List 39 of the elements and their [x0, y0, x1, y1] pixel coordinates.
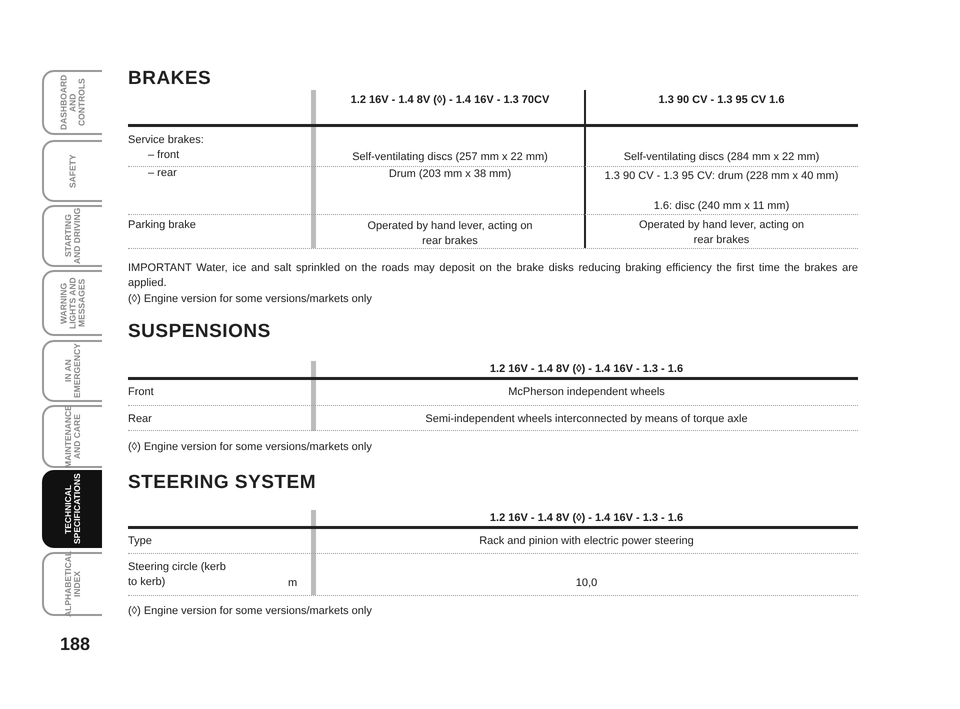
row-label: Service brakes:: [128, 133, 204, 148]
table-value: Operated by hand lever, acting on rear brakes: [366, 219, 534, 249]
section-tab: MAINTENANCE AND CARE: [42, 405, 102, 468]
section-tab: STARTING AND DRIVING: [42, 205, 102, 267]
table-value: McPherson independent wheels: [507, 385, 666, 400]
column-heading: 1.2 16V - 1.4 8V (◊) - 1.4 16V - 1.3 - 1.6: [488, 511, 684, 526]
row-label: Front: [128, 385, 154, 400]
table-value: Operated by hand lever, acting on rear brakes: [638, 218, 806, 248]
section-heading: BRAKES: [128, 68, 212, 90]
table-value: Drum (203 mm x 38 mm): [388, 167, 512, 182]
table-value: Semi-independent wheels interconnected by means of torque axle: [424, 412, 749, 427]
row-label: – rear: [148, 166, 177, 181]
row-label: Rear: [128, 412, 152, 427]
note-text: IMPORTANT Water, ice and salt sprinkled on the roads may deposit on the brake disks reducing braking efficiency the first time the brakes are applied.: [128, 261, 858, 291]
row-label: – front: [148, 148, 180, 163]
page-number: 188: [58, 634, 92, 654]
row-label: Parking brake: [128, 218, 196, 233]
section-tab: DASHBOARD AND CONTROLS: [42, 70, 102, 135]
column-heading: 1.3 90 CV - 1.3 95 CV 1.6: [658, 93, 786, 108]
section-tab: TECHNICAL SPECIFICATIONS: [42, 470, 102, 548]
column-heading: 1.2 16V - 1.4 8V (◊) - 1.4 16V - 1.3 70CV: [350, 93, 550, 108]
table-value: 1.3 90 CV - 1.3 95 CV: drum (228 mm x 40 mm): [604, 169, 840, 184]
footnote: (◊) Engine version for some versions/markets only: [128, 440, 372, 455]
section-heading: STEERING SYSTEM: [128, 472, 316, 494]
footnote: (◊) Engine version for some versions/markets only: [128, 604, 372, 619]
table-value: 1.6: disc (240 mm x 11 mm): [652, 199, 790, 214]
section-tab: SAFETY: [42, 140, 102, 202]
unit-label: m: [288, 576, 298, 591]
row-label: Steering circle (kerb to kerb): [128, 560, 227, 590]
row-label: Type: [128, 534, 152, 549]
column-heading: 1.2 16V - 1.4 8V (◊) - 1.4 16V - 1.3 - 1.6: [488, 362, 684, 377]
table-value: Self-ventilating discs (284 mm x 22 mm): [622, 150, 820, 165]
section-tab: IN AN EMERGENCY: [42, 340, 102, 402]
table-value: Rack and pinion with electric power steering: [478, 534, 695, 549]
section-heading: SUSPENSIONS: [128, 321, 271, 343]
footnote: (◊) Engine version for some versions/markets only: [128, 292, 372, 307]
section-tab: WARNING LIGHTS AND MESSAGES: [42, 270, 102, 336]
table-value: Self-ventilating discs (257 mm x 22 mm): [351, 150, 549, 165]
table-value: 10,0: [574, 576, 598, 591]
